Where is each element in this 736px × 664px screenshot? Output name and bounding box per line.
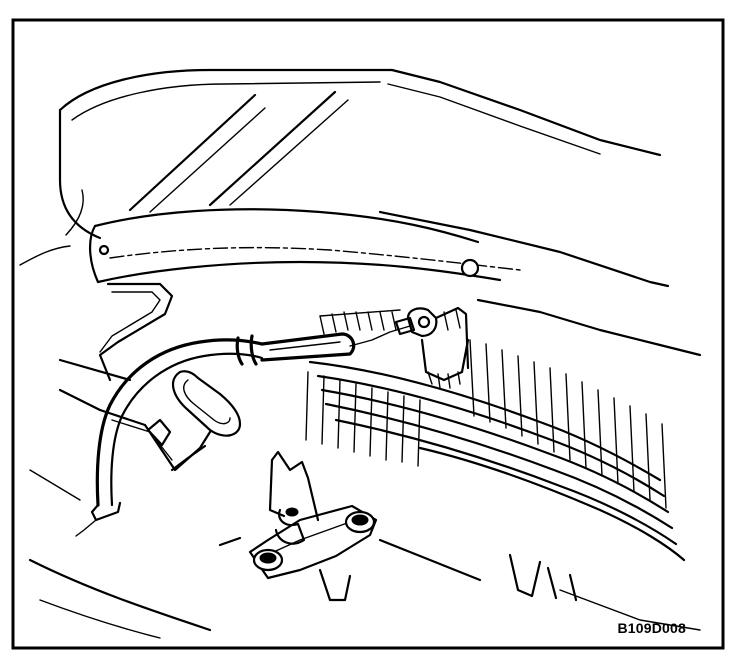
hose-outer: [95, 338, 264, 507]
hose-end-connector: [90, 501, 122, 522]
clip-tab: [420, 338, 470, 382]
support-arm-bottom: [96, 260, 502, 284]
connector-hole: [417, 315, 431, 329]
hose-tube: [260, 332, 356, 362]
bolt-left-head: [259, 552, 277, 564]
hose-sleeve-2: [249, 334, 258, 366]
mount-bracket-up-2: [268, 458, 286, 518]
upper-rail-top: [390, 68, 662, 157]
diagonal-brace-3: [208, 90, 337, 207]
upper-left-panel-outline: [58, 68, 394, 112]
lower-right-fitting: [508, 553, 542, 598]
body-lower-contour: [476, 298, 702, 357]
connector-nut: [394, 316, 416, 336]
bottom-edge-line: [559, 589, 701, 631]
hose-sleeve: [235, 336, 244, 366]
support-arm-dash: [109, 246, 521, 271]
mount-stud: [274, 508, 306, 545]
lower-sill-1: [28, 558, 212, 632]
lower-panel-line-2: [58, 388, 102, 412]
body-small-hole: [460, 258, 480, 278]
body-contour-line: [378, 210, 670, 288]
grille-top-slats: [319, 309, 461, 335]
lower-bracket-link: [170, 444, 207, 472]
diagonal-brace-1: [128, 93, 257, 212]
grille-vent-ribs: [469, 339, 667, 509]
left-fairing: [58, 108, 102, 240]
connector-bracket: [434, 306, 470, 370]
lower-right-fitting-2: [546, 566, 578, 602]
lower-panel-line-1: [58, 358, 132, 382]
hinge-link-inner: [99, 291, 161, 353]
diagonal-brace-4: [229, 99, 349, 206]
upper-left-panel-inner: [71, 81, 381, 121]
bolt-right-head: [351, 514, 369, 526]
support-arm-hole: [98, 244, 110, 256]
figure-border: [11, 18, 725, 650]
diagonal-brace-2: [149, 107, 266, 213]
grille-left-slats: [305, 371, 421, 467]
figure-reference-code: B109D008: [617, 620, 686, 636]
support-arm-end: [89, 224, 100, 284]
clip-tab-teeth: [427, 371, 461, 389]
lower-sill-2: [39, 599, 161, 639]
upper-rail-bottom: [387, 83, 601, 155]
lower-post: [318, 568, 352, 602]
lower-bracket-inner: [111, 419, 173, 461]
lower-panel-line-3: [29, 469, 81, 501]
lower-bracket-tab: [146, 418, 172, 447]
hinge-link-outer: [98, 282, 174, 382]
slot-oval-inner: [183, 379, 231, 425]
grille-vents: [308, 360, 686, 562]
stud-nut: [285, 507, 299, 517]
wire-to-fitting: [349, 325, 411, 347]
hose-tube-inner: [269, 341, 341, 351]
lower-bracket-body: [98, 408, 212, 472]
left-inner-edge: [19, 245, 71, 266]
slot-oval: [171, 370, 242, 437]
support-arm-top: [93, 208, 480, 244]
lower-center-line: [218, 536, 482, 582]
hose-inner: [110, 352, 264, 507]
mount-bracket-up: [270, 450, 320, 522]
wire-lead: [75, 519, 97, 537]
left-fairing-curve: [65, 189, 84, 236]
